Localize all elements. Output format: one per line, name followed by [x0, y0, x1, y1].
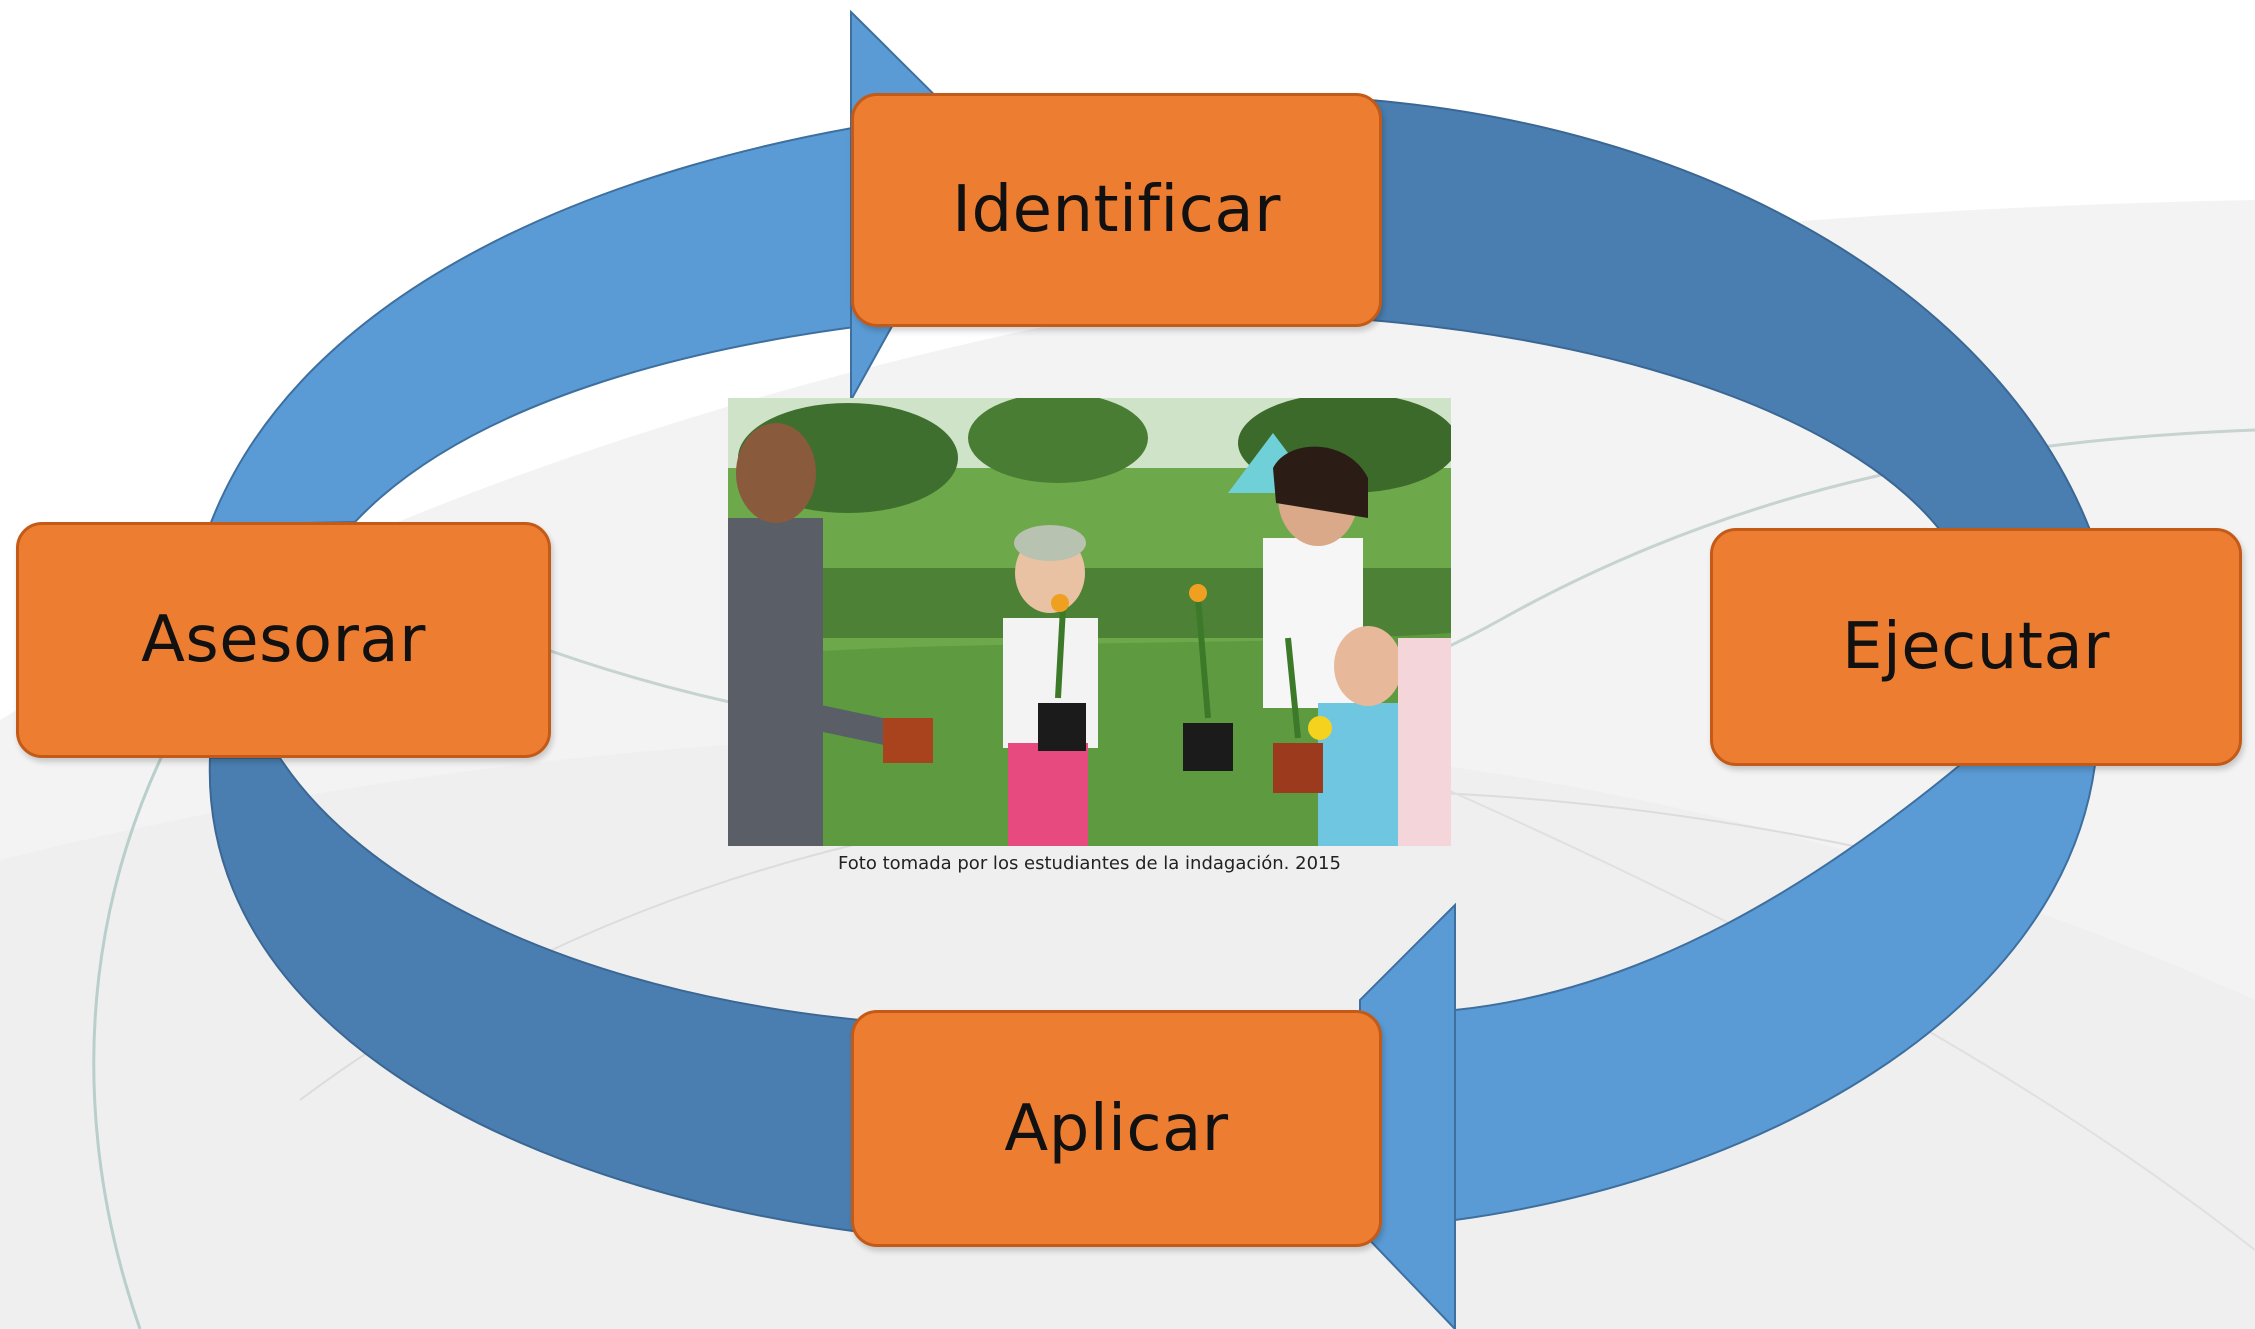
step-asesorar: Asesorar — [16, 522, 551, 758]
step-label: Asesorar — [141, 603, 426, 677]
cycle-arrow-right-top — [1369, 98, 2092, 531]
cycle-arrow-left-bottom — [208, 757, 861, 1234]
step-label: Ejecutar — [1842, 610, 2110, 684]
step-ejecutar: Ejecutar — [1710, 528, 2242, 766]
step-aplicar: Aplicar — [851, 1010, 1382, 1247]
cycle-arrow-right-bottom — [1454, 764, 2097, 1222]
step-identificar: Identificar — [851, 93, 1382, 327]
step-label: Identificar — [952, 173, 1281, 247]
photo-caption: Foto tomada por los estudiantes de la in… — [838, 853, 1341, 874]
step-label: Aplicar — [1004, 1091, 1229, 1166]
center-photo — [728, 398, 1451, 846]
